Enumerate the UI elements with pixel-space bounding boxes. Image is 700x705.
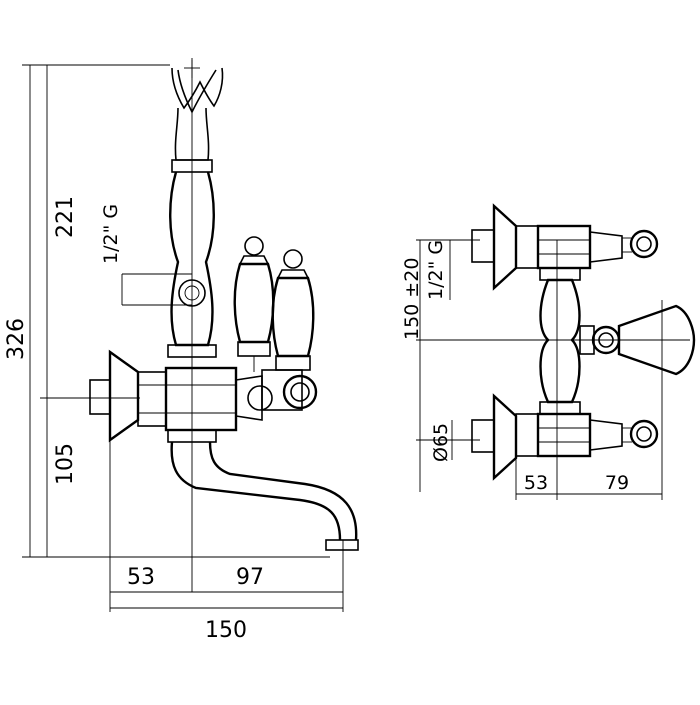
dim-lower-height: 105: [53, 443, 78, 485]
bath-spout: [167, 429, 359, 551]
side-lower-inlet: [471, 393, 659, 481]
side-view: 1/2" G 150 ±20 Ø65 53 79: [401, 203, 696, 500]
dim-inlet-thread-front: 1/2" G: [100, 204, 122, 264]
lever-handle-left: [233, 236, 275, 372]
dim-total-height: 326: [4, 318, 29, 360]
dim-center-distance: 150 ±20: [401, 258, 423, 340]
wall-flange: [89, 349, 167, 443]
dim-spout-reach: 97: [236, 565, 264, 590]
shower-hook: [171, 58, 224, 173]
dim-left-offset: 53: [127, 565, 155, 590]
valve-body: [164, 366, 318, 432]
standpipe-body: [167, 171, 217, 358]
side-column: [539, 267, 696, 415]
side-upper-inlet: [471, 203, 659, 291]
dim-total-width: 150: [205, 618, 247, 643]
dim-upper-height: 221: [53, 196, 78, 238]
front-view: 326 221 105 1/2" G 53 97 150: [4, 58, 359, 643]
dim-inlet-thread-side: 1/2" G: [425, 240, 447, 300]
lever-handle-right: [271, 249, 315, 371]
dim-handle-reach: 79: [605, 472, 629, 494]
dim-escutcheon-dia: Ø65: [430, 423, 452, 462]
dim-wall-offset: 53: [524, 472, 548, 494]
front-dimension-lines: [22, 60, 344, 612]
